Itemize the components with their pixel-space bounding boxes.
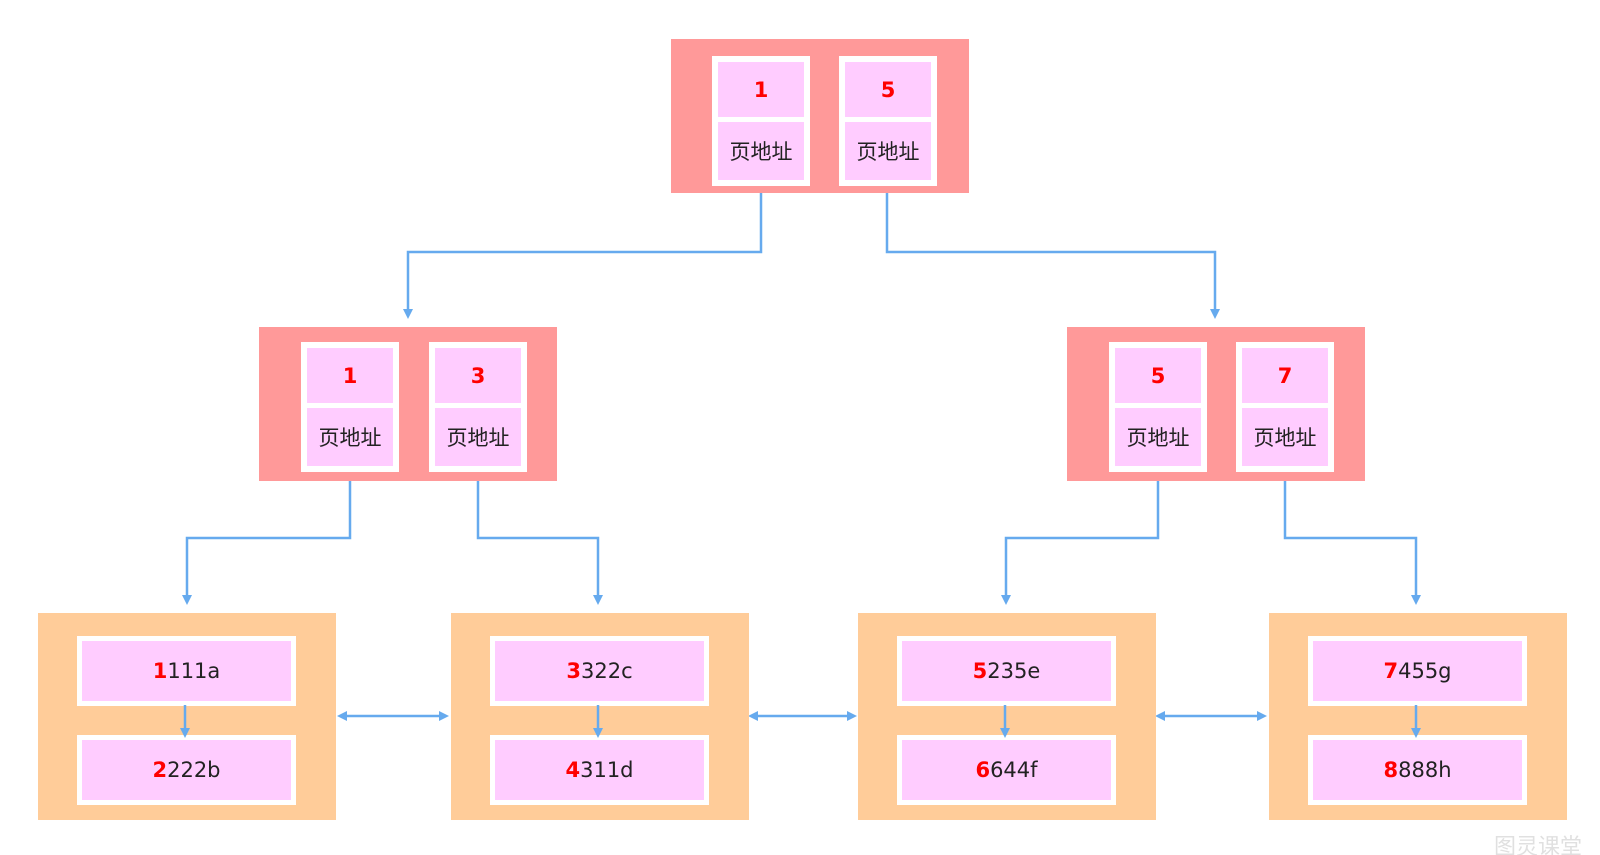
internal-node-left: 1 页地址 3 页地址 — [259, 327, 557, 481]
internal-right-entry-2: 7 页地址 — [1236, 342, 1334, 472]
leaf4-record-2-data: 888h — [1398, 758, 1452, 782]
internal-left-key-2: 3 — [435, 348, 521, 403]
root-key-1: 1 — [718, 62, 804, 117]
internal-left-page-address-1: 页地址 — [307, 408, 393, 466]
leaf4-record-1-data: 455g — [1398, 659, 1452, 683]
internal-left-entry-2: 3 页地址 — [429, 342, 527, 472]
leaf2-record-2-key: 4 — [565, 758, 581, 782]
arrow-root-to-right-internal — [885, 188, 1220, 319]
root-entry-1: 1 页地址 — [712, 56, 810, 186]
leaf1-record-2-data: 222b — [167, 758, 221, 782]
internal-node-right: 5 页地址 7 页地址 — [1067, 327, 1365, 481]
internal-right-key-1: 5 — [1115, 348, 1201, 403]
internal-right-page-address-1: 页地址 — [1115, 408, 1201, 466]
leaf3-record-2-data: 644f — [990, 758, 1038, 782]
leaf3-record-1-key: 5 — [972, 659, 988, 683]
internal-right-key-2: 7 — [1242, 348, 1328, 403]
internal-right-page-address-2: 页地址 — [1242, 408, 1328, 466]
root-page-address-1: 页地址 — [718, 122, 804, 180]
arrow-internal1-to-leaf1 — [182, 470, 352, 605]
internal-left-entry-1: 1 页地址 — [301, 342, 399, 472]
leaf4-record-2-key: 8 — [1383, 758, 1399, 782]
root-key-2: 5 — [845, 62, 931, 117]
leaf2-record-1-key: 3 — [566, 659, 581, 683]
internal-right-entry-1: 5 页地址 — [1109, 342, 1207, 472]
leaf3-record-2-key: 6 — [975, 758, 991, 782]
watermark: 图灵课堂 — [1493, 835, 1582, 855]
internal-left-key-1: 1 — [307, 348, 393, 403]
leaf1-record-1-key: 1 — [152, 659, 168, 683]
root-node: 1 页地址 5 页地址 — [671, 39, 969, 193]
root-page-address-2: 页地址 — [845, 122, 931, 180]
arrow-internal2-to-leaf4 — [1283, 470, 1421, 605]
arrow-root-to-left-internal — [403, 188, 763, 319]
internal-left-page-address-2: 页地址 — [435, 408, 521, 466]
leaf1-record-2-key: 2 — [152, 758, 168, 782]
arrow-internal2-to-leaf3 — [1001, 470, 1160, 605]
leaf2-record-2-data: 311d — [580, 758, 634, 782]
root-entry-2: 5 页地址 — [839, 56, 937, 186]
arrow-internal1-to-leaf2 — [476, 470, 603, 605]
leaf4-record-1-key: 7 — [1383, 659, 1399, 683]
leaf3-record-1-data: 235e — [987, 659, 1041, 683]
leaf2-record-1-data: 322c — [580, 659, 633, 683]
leaf1-record-1-data: 111a — [167, 659, 221, 683]
